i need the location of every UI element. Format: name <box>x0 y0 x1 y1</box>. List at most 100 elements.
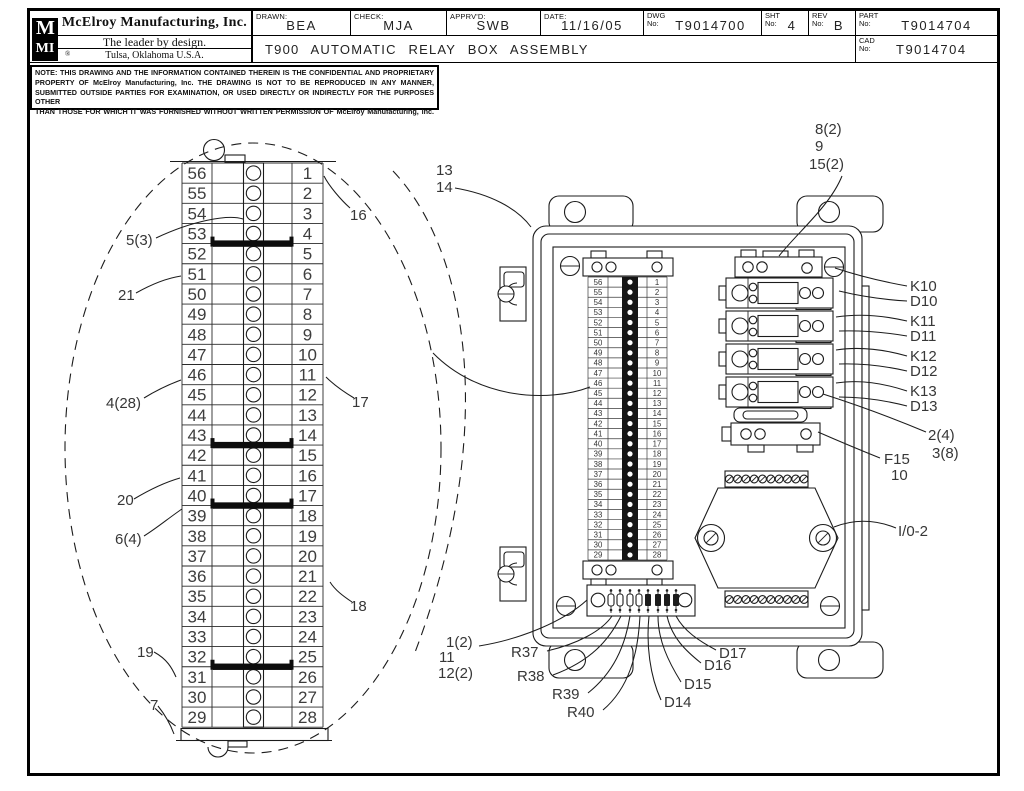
terminal-number: 26 <box>298 668 317 687</box>
terminal-number: 38 <box>188 527 207 546</box>
strip-number: 51 <box>594 328 603 337</box>
strip-number: 41 <box>594 429 603 438</box>
strip-number: 4 <box>655 308 660 317</box>
terminal-number: 15 <box>298 446 317 465</box>
terminal-screw-icon <box>627 491 633 497</box>
strip-number: 11 <box>653 379 661 388</box>
callout-15-2: 15(2) <box>809 156 844 173</box>
leader-1-11-12 <box>478 599 588 647</box>
field-approved: APPRV'D: SWB <box>446 11 540 36</box>
terminal-screw-icon <box>627 552 633 558</box>
title-block-divider <box>30 62 997 63</box>
jumper-bar <box>213 663 292 670</box>
callout-20: 20 <box>117 492 134 509</box>
board-screw-icon <box>590 592 606 608</box>
strip-number: 25 <box>653 520 662 529</box>
callout-d17: D17 <box>719 645 747 662</box>
strip-number: 19 <box>653 460 662 469</box>
terminal-screw-icon <box>627 542 633 548</box>
company-name: McElroy Manufacturing, Inc. <box>58 11 251 36</box>
leader-7 <box>157 705 175 735</box>
callout-d15: D15 <box>684 676 712 693</box>
terminal-screw-icon <box>627 501 633 508</box>
strip-number: 37 <box>594 470 603 479</box>
callout-13: 13 <box>436 162 453 179</box>
strip-number: 52 <box>594 318 603 327</box>
relay-rail-bracket <box>721 422 821 453</box>
strip-number: 46 <box>594 379 603 388</box>
diode <box>673 594 679 606</box>
terminal-number: 35 <box>188 587 207 606</box>
terminal-screw-strip <box>622 277 638 560</box>
terminal-number: 2 <box>303 184 312 203</box>
strip-number: 2 <box>655 288 659 297</box>
terminal-screw-icon <box>245 185 262 201</box>
terminal-number: 8 <box>303 305 312 324</box>
terminal-number: 51 <box>188 265 207 284</box>
hinge <box>497 546 527 602</box>
relay-body <box>757 347 799 371</box>
resistor <box>616 593 624 607</box>
terminal-number: 46 <box>188 366 207 385</box>
terminal-screw-icon <box>627 431 633 437</box>
callout-2-4: 2(4) <box>928 427 955 444</box>
callout-r39: R39 <box>552 686 580 703</box>
relay-modules <box>718 277 834 410</box>
leader-k13 <box>835 381 908 392</box>
terminal-screw-icon <box>627 511 633 518</box>
terminal-screw-icon <box>627 309 633 315</box>
terminal-number: 6 <box>303 265 312 284</box>
hinge <box>497 266 527 322</box>
strip-number: 55 <box>594 288 603 297</box>
terminal-number: 48 <box>188 325 207 344</box>
leader-r38 <box>552 615 622 676</box>
strip-end-bracket <box>582 560 674 587</box>
relay-rail-bracket <box>734 249 823 278</box>
company-block: M MI McElroy Manufacturing, Inc. The lea… <box>30 11 252 62</box>
terminal-screw-icon <box>627 390 633 396</box>
callout-5-3: 5(3) <box>126 232 153 249</box>
terminal-number: 21 <box>298 567 317 586</box>
strip-number: 45 <box>594 389 603 398</box>
relay-body <box>757 281 799 305</box>
strip-number: 28 <box>653 551 662 560</box>
terminal-screw-icon <box>627 410 633 417</box>
leader-8-9-15 <box>778 175 843 257</box>
callout-d11: D11 <box>910 328 936 345</box>
terminal-screw-icon <box>245 608 262 625</box>
terminal-number: 18 <box>298 507 317 526</box>
company-location: ® Tulsa, Oklahoma U.S.A. <box>58 49 251 62</box>
terminal-number: 41 <box>188 466 207 485</box>
strip-end-bracket <box>582 250 674 277</box>
strip-number: 1 <box>655 278 659 287</box>
terminal-screw-icon <box>245 548 262 564</box>
note-line-3: SUBMITTED OUTSIDE PARTIES FOR EXAMINATIO… <box>35 87 434 107</box>
leader-20 <box>133 477 181 500</box>
board-components <box>607 589 679 613</box>
leader-d14 <box>647 615 662 701</box>
diode <box>645 594 651 606</box>
callout-7: 7 <box>150 697 158 714</box>
leader-detail-strip <box>432 352 591 397</box>
callout-16: 16 <box>350 207 367 224</box>
logo-mi-icon: MI <box>35 41 55 56</box>
terminal-screw-icon <box>245 568 262 584</box>
terminal-screw-icon <box>627 329 633 336</box>
resistor-diode-board <box>586 584 696 617</box>
terminal-number: 37 <box>188 547 207 566</box>
leader-4-28 <box>143 379 182 399</box>
leader-13-14 <box>454 187 532 228</box>
note-line-1: NOTE: THIS DRAWING AND THE INFORMATION C… <box>35 68 434 77</box>
field-approved-value: SWB <box>476 18 511 33</box>
terminal-screw-icon <box>245 709 262 725</box>
terminal-number: 12 <box>298 386 317 405</box>
strip-number: 43 <box>594 409 603 418</box>
box-inner-wall <box>540 233 855 639</box>
note-line-4: THAN THOSE FOR WHICH IT WAS FURNISHED WI… <box>35 107 434 117</box>
terminal-number: 17 <box>298 486 317 505</box>
leader-f15 <box>817 431 881 459</box>
field-approved-label: APPRV'D: <box>450 12 486 21</box>
terminal-number: 42 <box>188 446 207 465</box>
door-flange <box>861 285 870 611</box>
